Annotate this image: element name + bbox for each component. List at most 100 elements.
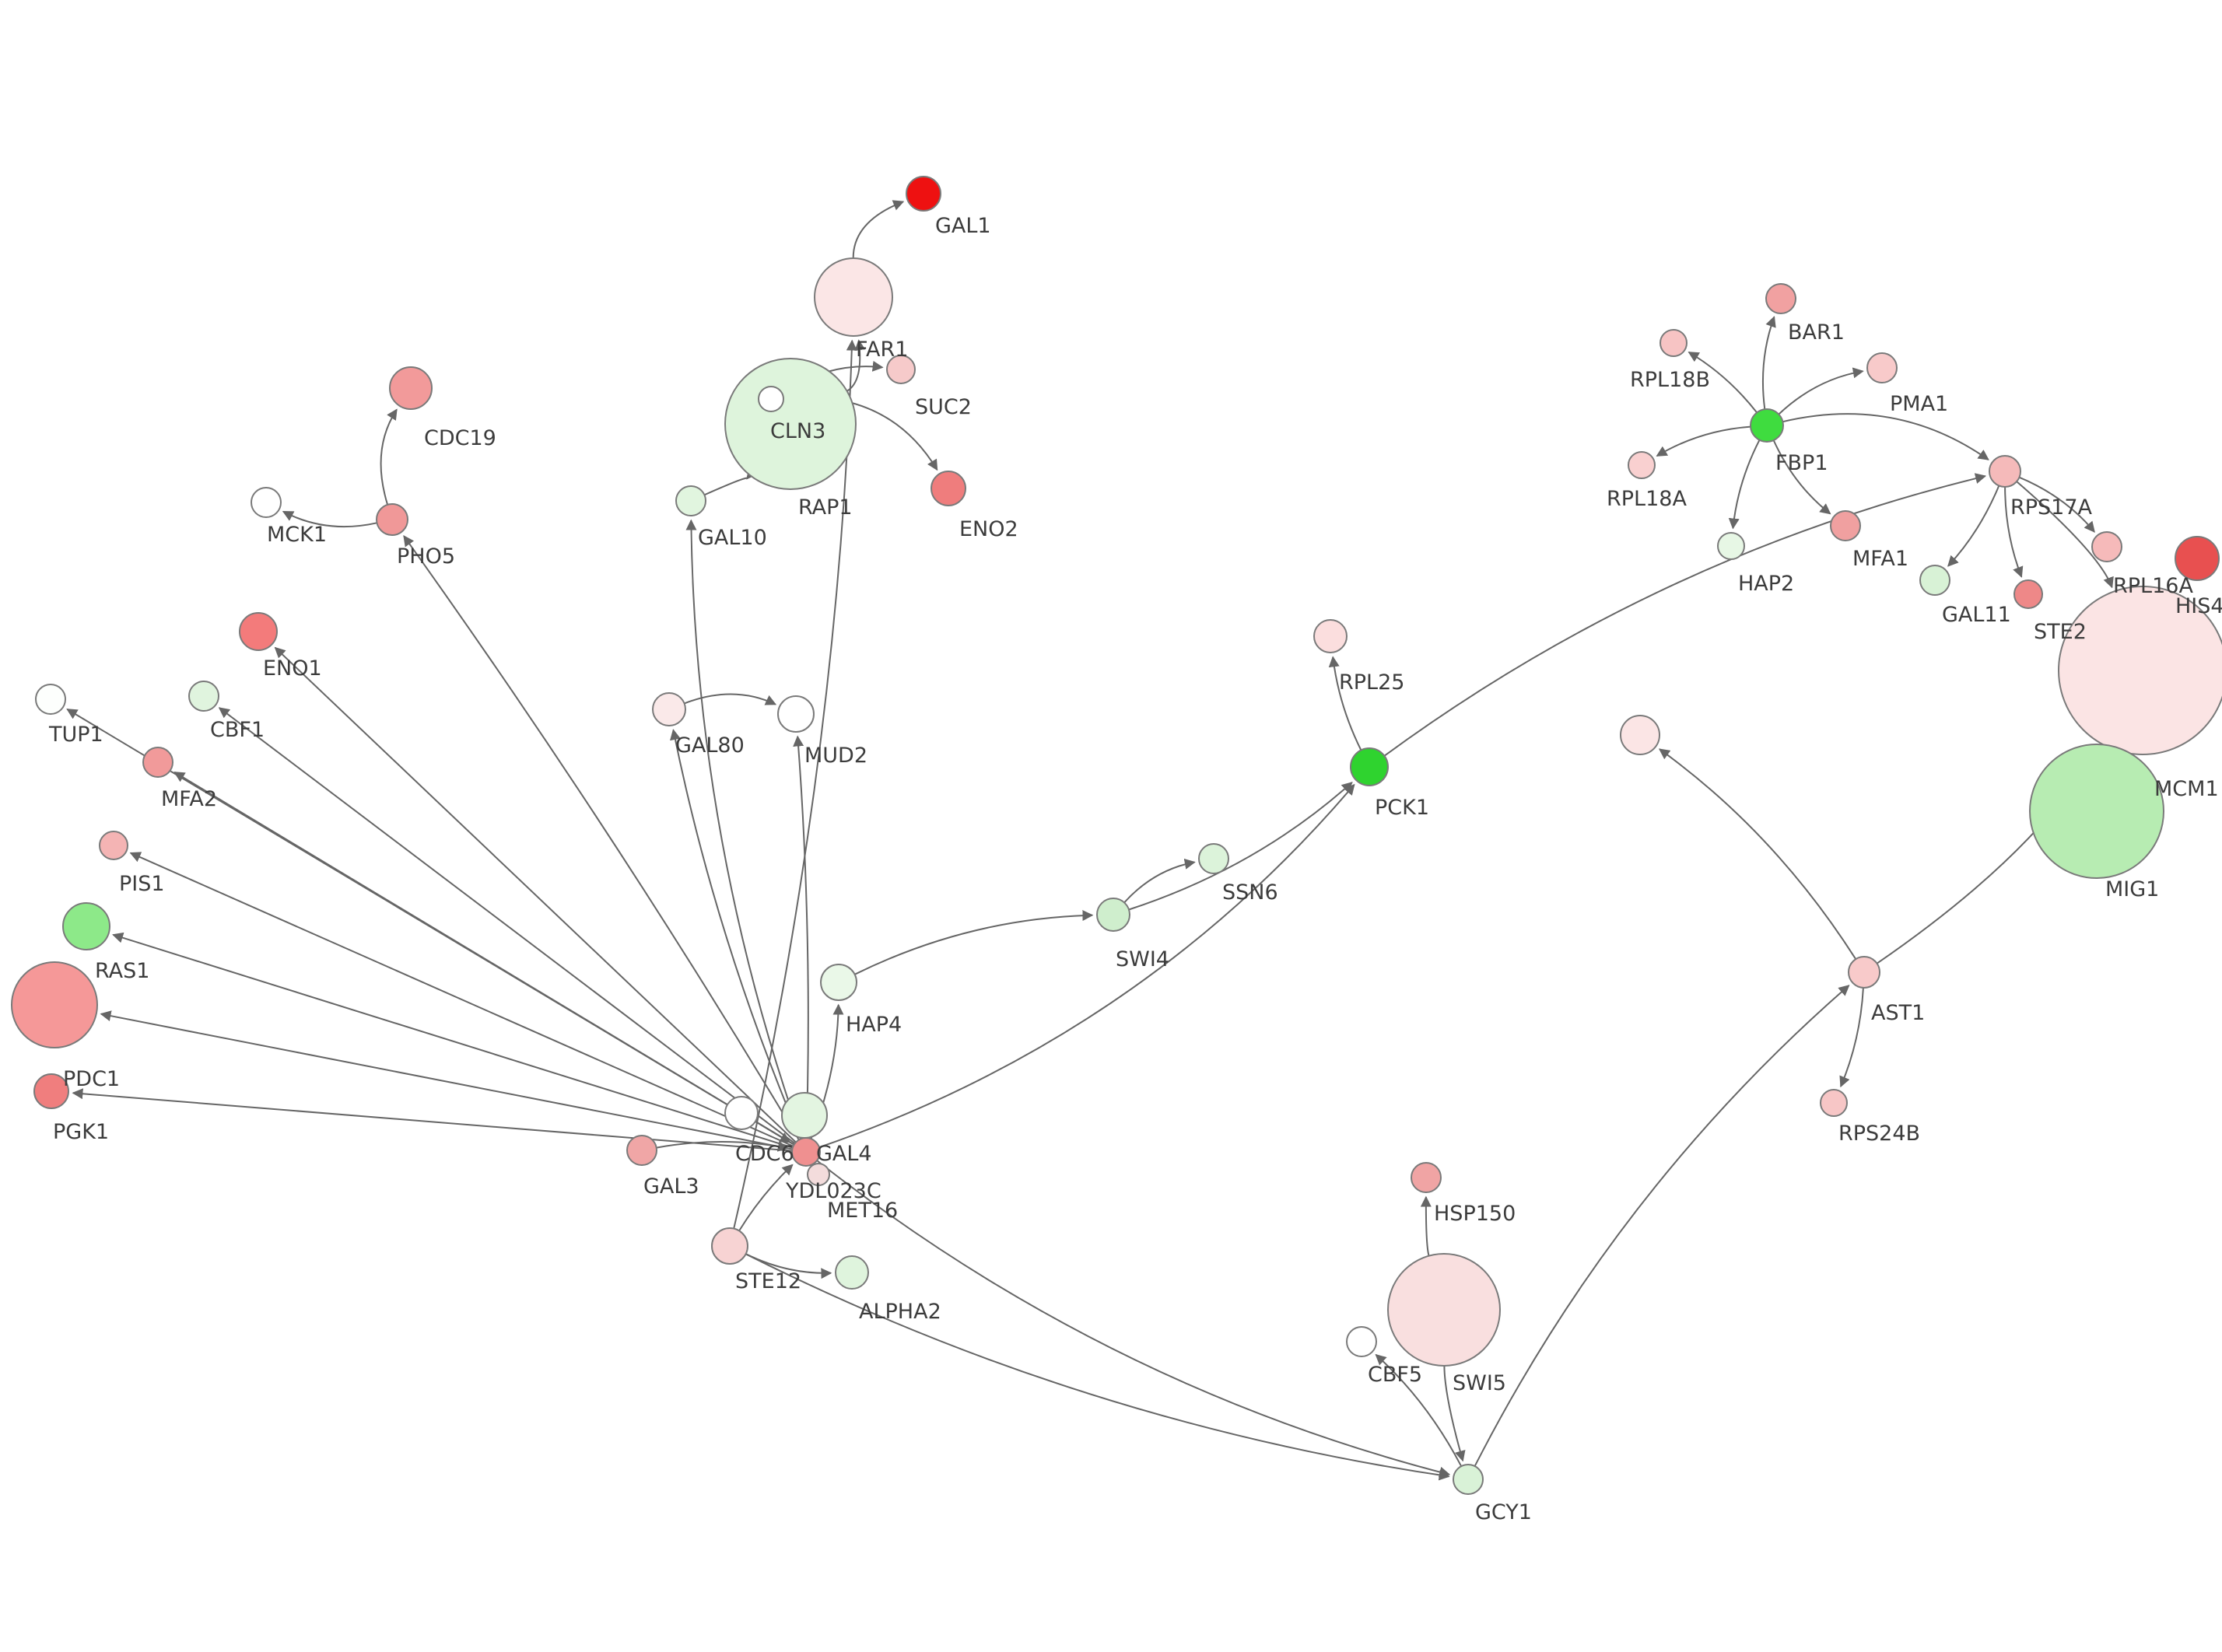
- node-ste12[interactable]: [711, 1227, 748, 1265]
- edge-gal4-pis1[interactable]: [129, 852, 794, 1147]
- edge-gal4-gcy1[interactable]: [816, 1160, 1451, 1478]
- node-mud2[interactable]: [777, 695, 815, 733]
- node-mck1[interactable]: [251, 487, 282, 518]
- edge-fbp1-bar1[interactable]: [1761, 316, 1776, 410]
- node-hap4[interactable]: [820, 964, 857, 1001]
- edge-pck1-rpl25[interactable]: [1328, 656, 1362, 751]
- node-pma1[interactable]: [1866, 352, 1898, 383]
- node-suc2[interactable]: [886, 355, 916, 384]
- node-gal11[interactable]: [1919, 565, 1950, 596]
- node-his4[interactable]: [2175, 536, 2220, 581]
- edge-ast1-rps24b[interactable]: [1839, 987, 1864, 1088]
- node-gal1[interactable]: [906, 176, 941, 212]
- node-gal10[interactable]: [675, 485, 706, 516]
- node-rap1[interactable]: [758, 386, 784, 412]
- edge-ast1-node1[interactable]: [1658, 748, 1857, 960]
- node-hap2[interactable]: [1717, 532, 1745, 560]
- edge-ste12-far1[interactable]: [733, 339, 857, 1229]
- edge-far1-gal1[interactable]: [852, 200, 905, 259]
- node-gal4[interactable]: [791, 1137, 821, 1167]
- node-gal3[interactable]: [626, 1135, 657, 1166]
- edge-cdc6-gal4[interactable]: [755, 1120, 791, 1143]
- node-gcy1[interactable]: [1453, 1464, 1484, 1495]
- edge-rps17a-ste2[interactable]: [2004, 486, 2024, 578]
- edge-gal4-pho5[interactable]: [403, 535, 800, 1141]
- node-mfa1[interactable]: [1830, 510, 1861, 541]
- edge-swi4-pck1[interactable]: [1128, 782, 1353, 911]
- edge-fbp1-mfa1[interactable]: [1772, 439, 1831, 515]
- node-far1[interactable]: [814, 257, 893, 337]
- node-rpl25[interactable]: [1313, 619, 1348, 653]
- node-pck1[interactable]: [1350, 747, 1389, 786]
- node-ssn6[interactable]: [1198, 843, 1229, 874]
- node-rps24b[interactable]: [1820, 1089, 1848, 1117]
- edge-pho5-cdc19[interactable]: [380, 408, 398, 506]
- node-gal80[interactable]: [652, 692, 686, 726]
- node-alpha2[interactable]: [835, 1255, 869, 1290]
- node-ras1[interactable]: [62, 902, 110, 950]
- edge-ste12-alpha2[interactable]: [745, 1253, 832, 1279]
- edge-swi5-hsp150[interactable]: [1420, 1195, 1432, 1256]
- edge-rps17a-gal11[interactable]: [1947, 485, 2000, 567]
- edge-rps17a-rpl16a[interactable]: [2019, 476, 2095, 533]
- node-bar1[interactable]: [1765, 283, 1796, 314]
- edge-gal4-ras1[interactable]: [112, 932, 794, 1149]
- edge-swi5-gcy1[interactable]: [1443, 1365, 1466, 1462]
- node-pdc1[interactable]: [11, 961, 98, 1048]
- edge-hap4-swi4[interactable]: [854, 910, 1094, 975]
- node-pis1[interactable]: [99, 831, 128, 860]
- node-swi4[interactable]: [1096, 898, 1130, 932]
- node-cbf1[interactable]: [188, 681, 219, 712]
- node-cbf5[interactable]: [1346, 1326, 1377, 1357]
- edge-gal4-pdc1[interactable]: [100, 1010, 793, 1150]
- node-ste2[interactable]: [2013, 579, 2043, 609]
- node-eno1[interactable]: [239, 612, 278, 651]
- edge-swi4-ssn6[interactable]: [1123, 858, 1196, 904]
- node-rps17a[interactable]: [1989, 455, 2021, 488]
- edge-gcy1-cbf5[interactable]: [1375, 1353, 1463, 1467]
- node-ydl023c[interactable]: [781, 1092, 828, 1139]
- edge-gal4-cbf1[interactable]: [218, 707, 796, 1144]
- node-node1[interactable]: [1620, 715, 1660, 755]
- node-mfa2[interactable]: [142, 747, 173, 778]
- edge-pck1-rps17a[interactable]: [1383, 473, 1987, 757]
- node-eno2[interactable]: [931, 471, 966, 506]
- edge-fbp1-pma1[interactable]: [1778, 367, 1864, 415]
- edge-gal4-pgk1[interactable]: [72, 1088, 793, 1152]
- edge-ste12-gal4[interactable]: [738, 1164, 794, 1231]
- edge-gal4-pck1[interactable]: [818, 783, 1355, 1149]
- edge-rps17a-mcm1[interactable]: [2016, 481, 2114, 589]
- node-mcm1[interactable]: [2058, 586, 2222, 755]
- edge-gcy1-ast1[interactable]: [1474, 985, 1850, 1467]
- edge-gal4-eno1[interactable]: [274, 646, 797, 1143]
- edge-pho5-mck1[interactable]: [282, 510, 377, 528]
- edge-gal4-mfa2[interactable]: [173, 772, 795, 1146]
- node-cdc19[interactable]: [389, 366, 433, 410]
- node-fbp1[interactable]: [1750, 408, 1784, 443]
- node-rpl18b[interactable]: [1659, 329, 1688, 357]
- edge-gal4-gal10[interactable]: [685, 519, 802, 1139]
- node-cln3[interactable]: [724, 358, 857, 490]
- edge-fbp1-rpl18b[interactable]: [1688, 351, 1758, 414]
- node-rpl18a[interactable]: [1628, 451, 1656, 479]
- node-tup1[interactable]: [35, 684, 66, 715]
- node-hsp150[interactable]: [1411, 1162, 1442, 1193]
- edge-fbp1-hap2[interactable]: [1728, 439, 1761, 530]
- edge-gal3-gal4[interactable]: [656, 1140, 789, 1152]
- edge-fbp1-rps17a[interactable]: [1782, 413, 1989, 460]
- node-ast1[interactable]: [1848, 956, 1880, 989]
- node-cdc6[interactable]: [724, 1096, 759, 1130]
- edge-ste12-gcy1[interactable]: [745, 1253, 1450, 1481]
- edge-gal10-cln3[interactable]: [703, 467, 758, 496]
- node-pho5[interactable]: [376, 503, 408, 536]
- node-pgk1[interactable]: [33, 1073, 69, 1109]
- node-rpl16a[interactable]: [2091, 531, 2122, 562]
- node-met16[interactable]: [807, 1163, 830, 1186]
- node-swi5[interactable]: [1387, 1253, 1501, 1367]
- node-mig1[interactable]: [2029, 744, 2164, 879]
- edge-gal80-mud2[interactable]: [684, 693, 777, 705]
- edge-gal4-gal80[interactable]: [670, 729, 801, 1139]
- edge-gal4-mud2[interactable]: [793, 735, 809, 1139]
- edge-fbp1-rpl18a[interactable]: [1656, 425, 1751, 457]
